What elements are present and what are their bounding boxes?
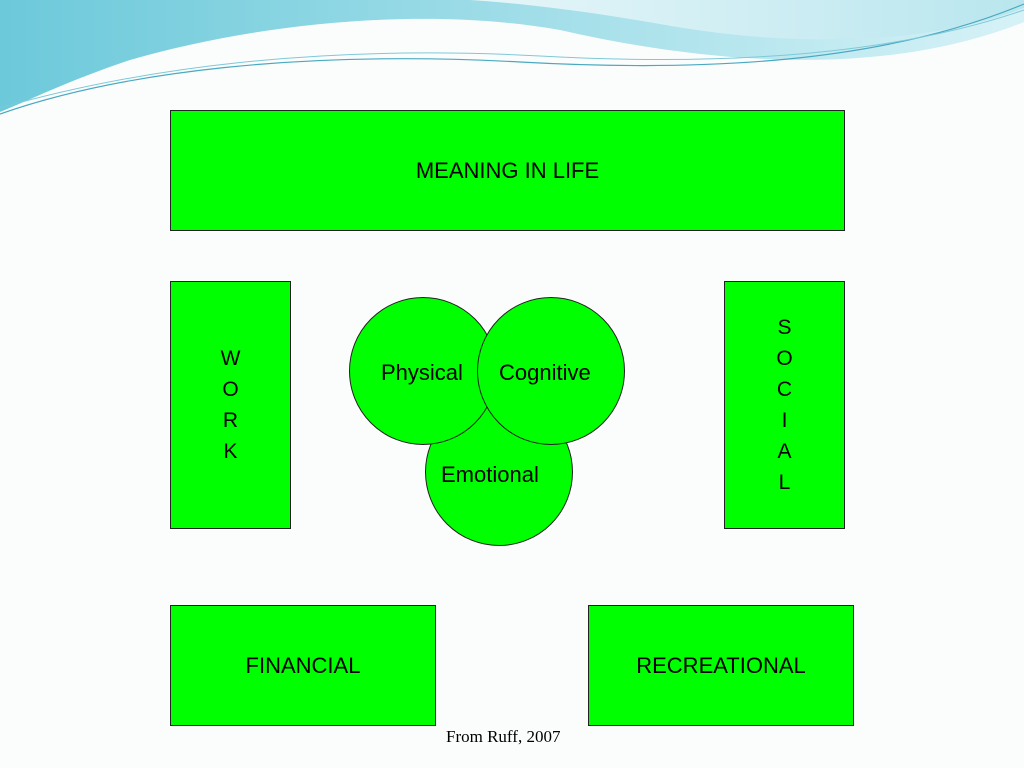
cognitive-label: Cognitive (499, 360, 591, 385)
emotional-label: Emotional (441, 462, 539, 487)
meaning-in-life-box: MEANING IN LIFE (170, 110, 845, 231)
financial-box: FINANCIAL (170, 605, 436, 726)
social-letter: L (778, 471, 791, 494)
work-letter: R (222, 409, 239, 432)
work-box: W O R K (170, 281, 291, 529)
wave-banner (0, 0, 1024, 115)
social-letter: A (777, 440, 792, 463)
social-letter: I (781, 409, 788, 432)
social-box: S O C I A L (724, 281, 845, 529)
financial-label: FINANCIAL (245, 652, 361, 678)
social-letter: C (776, 378, 793, 401)
social-letter: O (776, 347, 793, 370)
work-letter: O (222, 378, 239, 401)
recreational-label: RECREATIONAL (636, 652, 806, 678)
work-letter: W (220, 347, 241, 370)
social-letter: S (777, 316, 792, 339)
citation: From Ruff, 2007 (446, 727, 561, 746)
meaning-in-life-label: MEANING IN LIFE (415, 157, 600, 183)
recreational-box: RECREATIONAL (588, 605, 854, 726)
physical-label: Physical (381, 360, 463, 385)
cognitive-circle (477, 297, 625, 445)
physical-circle (349, 297, 497, 445)
work-letter: K (223, 440, 238, 463)
